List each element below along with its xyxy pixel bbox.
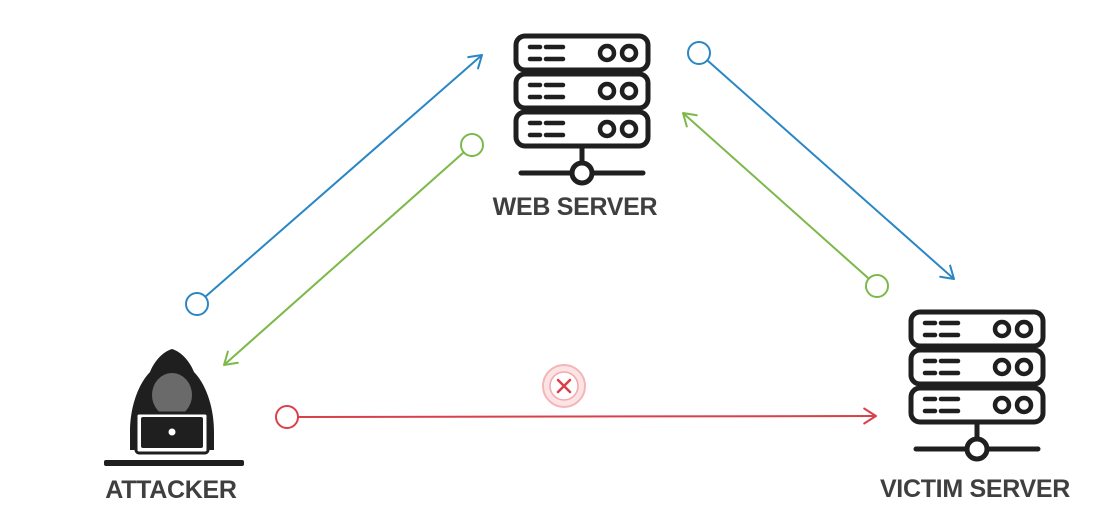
edge-arrowhead	[467, 54, 483, 70]
edge-start-circle	[460, 133, 484, 157]
edge-start-circle	[275, 405, 299, 429]
web-server-label: WEB SERVER	[493, 193, 658, 221]
server-icon	[516, 36, 648, 183]
web-server-node: WEB SERVER	[493, 36, 658, 221]
edge-web_server-to-attacker	[223, 133, 484, 366]
edge-line	[223, 151, 465, 366]
attacker-node: ATTACKER	[104, 349, 244, 504]
edge-line	[297, 415, 877, 418]
edge-victim_server-to-web_server	[682, 112, 889, 298]
edge-start-circle	[865, 274, 889, 298]
blocked-x-icon	[542, 364, 586, 408]
edge-arrowhead	[863, 407, 877, 425]
victim-server-label: VICTIM SERVER	[880, 475, 1070, 503]
edge-line	[706, 59, 955, 280]
edge-arrowhead	[682, 112, 698, 128]
edge-line	[204, 54, 483, 298]
hacker-icon	[104, 349, 244, 466]
edge-attacker-to-web_server	[185, 54, 483, 316]
edge-arrowhead	[223, 350, 239, 366]
edge-arrowhead	[939, 264, 955, 280]
edge-line	[682, 112, 870, 280]
edge-start-circle	[185, 292, 209, 316]
edge-start-circle	[687, 41, 711, 65]
edges	[185, 41, 955, 429]
edge-web_server-to-victim_server	[687, 41, 955, 280]
victim-server-node: VICTIM SERVER	[880, 312, 1071, 503]
edge-attacker-to-victim_server	[275, 364, 877, 429]
server-icon	[911, 312, 1043, 459]
attacker-label: ATTACKER	[105, 476, 237, 504]
